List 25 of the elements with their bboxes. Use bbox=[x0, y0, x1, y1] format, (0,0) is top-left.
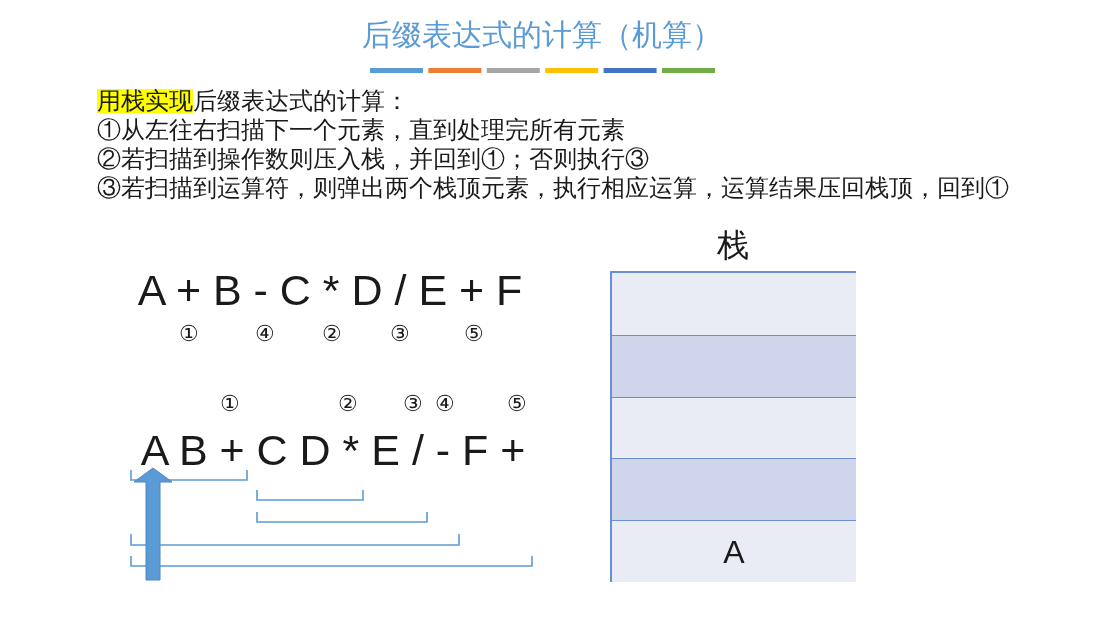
stack-heading: 栈 bbox=[717, 229, 749, 261]
infix-expression: A + B - C * D / E + F bbox=[137, 268, 523, 312]
stack-cell bbox=[612, 334, 856, 397]
step-text: ①从左往右扫描下一个元素，直到处理完所有元素 bbox=[97, 118, 625, 142]
slide-title: 后缀表达式的计算（机算） bbox=[362, 20, 722, 50]
step-number: ④ bbox=[255, 323, 275, 345]
step-number: ④ bbox=[435, 393, 455, 415]
stack-cell bbox=[612, 458, 856, 521]
highlighted-text: 用栈实现 bbox=[97, 89, 193, 113]
step-text: ③若扫描到运算符，则弹出两个栈顶元素，执行相应运算，运算结果压回栈顶，回到① bbox=[97, 176, 1009, 200]
intro-text: 后缀表达式的计算： bbox=[193, 89, 409, 113]
stack-item-text: A bbox=[723, 535, 745, 568]
step-number: ② bbox=[338, 393, 358, 415]
step-number: ② bbox=[322, 323, 342, 345]
step-number: ③ bbox=[403, 393, 423, 415]
step-number: ⑤ bbox=[464, 323, 484, 345]
stack-cell bbox=[612, 520, 856, 582]
stack-cell bbox=[612, 273, 856, 335]
step-number: ③ bbox=[390, 323, 410, 345]
step-text: ②若扫描到操作数则压入栈，并回到①；否则执行③ bbox=[97, 147, 649, 171]
step-number: ⑤ bbox=[507, 393, 527, 415]
stack-cell bbox=[612, 396, 856, 459]
step-number: ① bbox=[179, 323, 199, 345]
postfix-expression: A B + C D * E / - F + bbox=[140, 428, 526, 472]
step-number: ① bbox=[220, 393, 240, 415]
